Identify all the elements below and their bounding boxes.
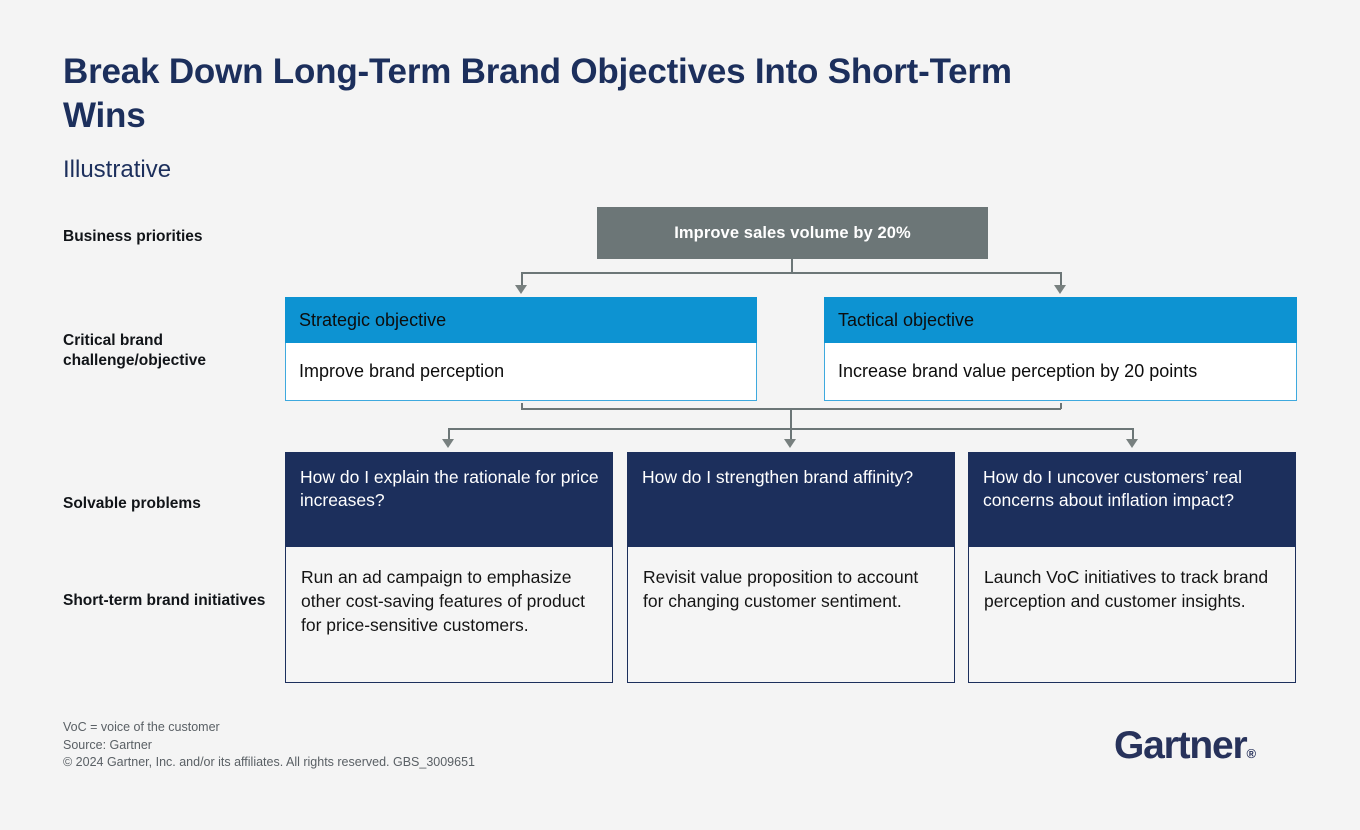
- connector-branch-problem-1: [448, 428, 450, 440]
- business-priority-box: Improve sales volume by 20%: [597, 207, 988, 259]
- problem-question-panel: How do I strengthen brand affinity?: [627, 452, 955, 547]
- objective-heading-label: Strategic objective: [299, 309, 447, 330]
- gartner-logo: Gartner®: [1114, 726, 1256, 773]
- connector-branch-tactical: [1060, 272, 1062, 286]
- problem-card: How do I explain the rationale for price…: [285, 452, 613, 683]
- connector-merge-vertical: [790, 408, 792, 428]
- connector-drop-tactical: [1060, 403, 1062, 409]
- footnote-copyright: © 2024 Gartner, Inc. and/or its affiliat…: [63, 755, 475, 769]
- arrow-down-icon-problem-1: [442, 439, 454, 448]
- objective-heading-label: Tactical objective: [838, 309, 975, 330]
- footnote-abbreviation: VoC = voice of the customer: [63, 720, 220, 734]
- initiative-label: Revisit value proposition to account for…: [643, 567, 919, 611]
- connector-drop-strategic: [521, 403, 523, 409]
- row-label-critical-brand-challenge: Critical brand challenge/objective: [63, 332, 206, 369]
- connector-branch-strategic: [521, 272, 523, 286]
- objective-body-strategic: Improve brand perception: [285, 343, 757, 401]
- footnotes: VoC = voice of the customer Source: Gart…: [63, 719, 475, 772]
- connector-trunk-vertical: [791, 259, 793, 273]
- row-label-business-priorities: Business priorities: [63, 228, 203, 245]
- initiative-panel: Run an ad campaign to emphasize other co…: [285, 547, 613, 683]
- footnote-source: Source: Gartner: [63, 737, 152, 752]
- problem-question-label: How do I explain the rationale for price…: [300, 467, 599, 510]
- connector-branch-problem-2: [790, 428, 792, 440]
- connector-branch-problem-3: [1132, 428, 1134, 440]
- gartner-logo-text: Gartner: [1114, 724, 1248, 767]
- initiative-label: Launch VoC initiatives to track brand pe…: [984, 567, 1269, 611]
- problem-card: How do I uncover customers’ real concern…: [968, 452, 1296, 683]
- registered-trademark-icon: ®: [1246, 746, 1257, 761]
- row-label-short-term-initiatives: Short-term brand initiatives: [63, 592, 266, 609]
- arrow-down-icon-strategic: [515, 285, 527, 294]
- arrow-down-icon-problem-3: [1126, 439, 1138, 448]
- objective-header-strategic: Strategic objective: [285, 297, 757, 343]
- objective-header-tactical: Tactical objective: [824, 297, 1297, 343]
- objective-card-strategic: Strategic objective Improve brand percep…: [285, 297, 757, 403]
- business-priority-label: Improve sales volume by 20%: [674, 223, 911, 242]
- problem-question-label: How do I uncover customers’ real concern…: [983, 467, 1243, 510]
- connector-trunk-horizontal: [521, 272, 1061, 274]
- arrow-down-icon-tactical: [1054, 285, 1066, 294]
- initiative-panel: Launch VoC initiatives to track brand pe…: [968, 547, 1296, 683]
- initiative-panel: Revisit value proposition to account for…: [627, 547, 955, 683]
- row-label-solvable-problems: Solvable problems: [63, 495, 201, 512]
- arrow-down-icon-problem-2: [784, 439, 796, 448]
- objective-body-tactical: Increase brand value perception by 20 po…: [824, 343, 1297, 401]
- problem-card: How do I strengthen brand affinity? Revi…: [627, 452, 955, 683]
- problem-question-panel: How do I uncover customers’ real concern…: [968, 452, 1296, 547]
- objective-detail-label: Improve brand perception: [299, 361, 505, 381]
- objective-card-tactical: Tactical objective Increase brand value …: [824, 297, 1297, 403]
- problem-question-panel: How do I explain the rationale for price…: [285, 452, 613, 547]
- page-title: Break Down Long-Term Brand Objectives In…: [63, 52, 1012, 135]
- objective-detail-label: Increase brand value perception by 20 po…: [838, 361, 1198, 381]
- problem-question-label: How do I strengthen brand affinity?: [642, 467, 914, 487]
- page-subtitle: Illustrative: [63, 156, 172, 183]
- initiative-label: Run an ad campaign to emphasize other co…: [301, 567, 586, 635]
